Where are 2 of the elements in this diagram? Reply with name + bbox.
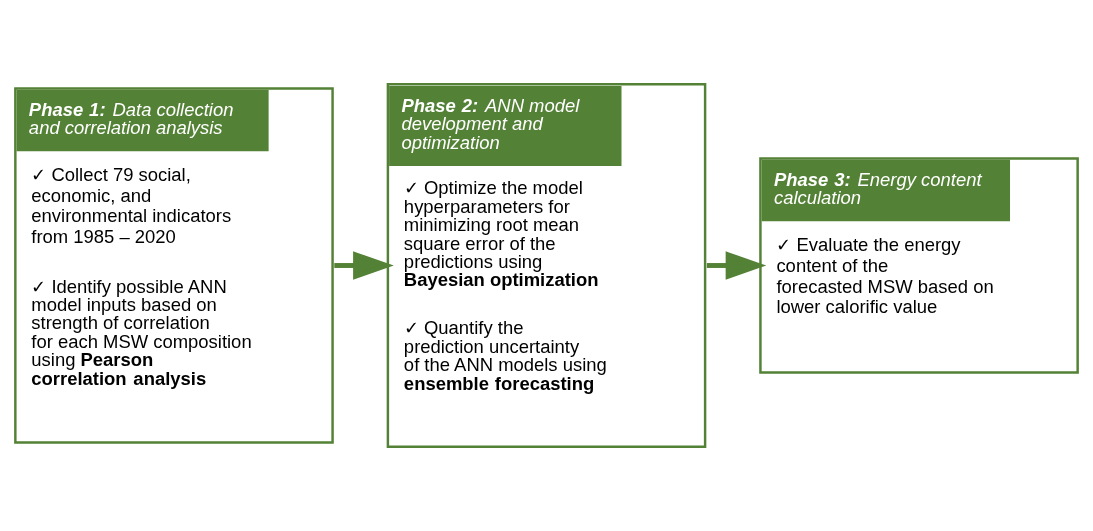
arrow	[334, 251, 394, 280]
arrow	[706, 251, 767, 280]
